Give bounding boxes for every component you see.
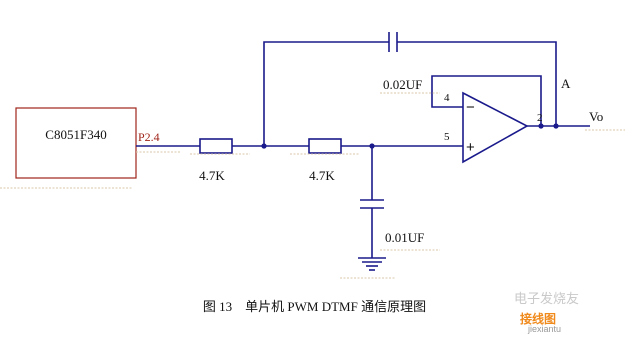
- mcu-block: [15, 107, 137, 179]
- watermark-site: 接线图: [520, 312, 557, 326]
- inverting-feedback-wire: [431, 75, 542, 126]
- node-a-label: A: [561, 76, 571, 91]
- pin-noninverting: 5: [444, 131, 450, 143]
- r2-label: 4.7K: [309, 168, 335, 183]
- watermark-url: jiexiantu: [528, 324, 562, 334]
- output-label: Vo: [589, 109, 603, 124]
- c-ground-label: 0.01UF: [385, 230, 424, 245]
- op-amp: [462, 91, 529, 164]
- junction-a: [553, 123, 559, 129]
- port-label: P2.4: [138, 130, 160, 144]
- feedback-wire-right: [397, 41, 557, 126]
- feedback-wire-left: [263, 41, 389, 146]
- pin-inverting: 4: [444, 92, 450, 104]
- junction-output: [538, 123, 544, 129]
- minus-sign: −: [466, 99, 475, 116]
- resistor-r1: [199, 138, 233, 154]
- ground-icon: [358, 257, 386, 271]
- r1-label: 4.7K: [199, 168, 225, 183]
- watermark-name: 电子发烧友: [514, 291, 580, 306]
- figure-caption: 图 13 单片机 PWM DTMF 通信原理图: [202, 299, 427, 314]
- resistor-r2: [308, 138, 342, 154]
- mcu-label: C8051F340: [45, 127, 106, 142]
- pin-output: 2: [537, 112, 543, 124]
- c-feedback-label: 0.02UF: [383, 77, 422, 92]
- plus-sign: +: [466, 139, 475, 156]
